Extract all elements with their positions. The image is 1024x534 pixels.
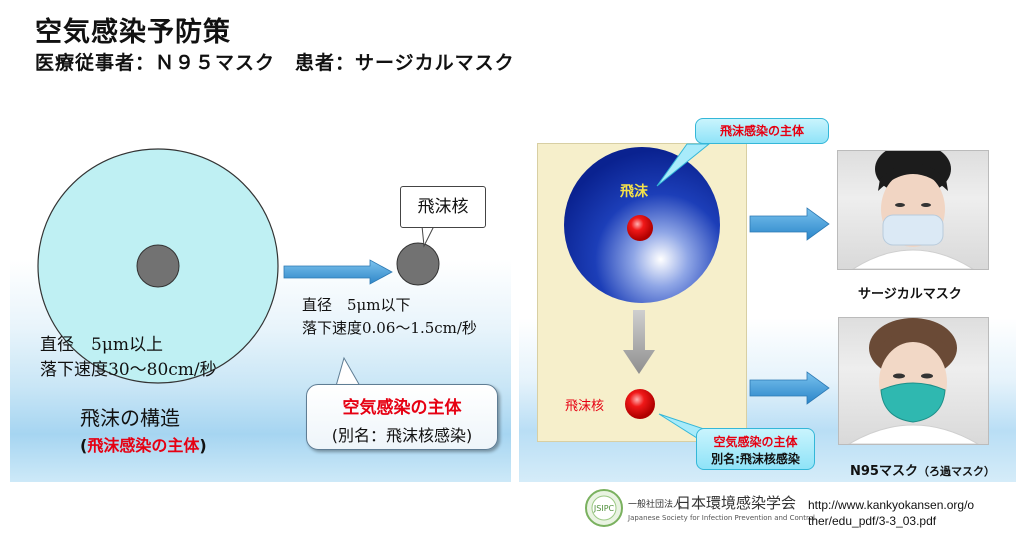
large-droplet-core [136,244,180,288]
n95-caption-line: N95マスク（ろ過マスク） [850,460,995,479]
nucleus-label: 飛沫核 [565,399,605,414]
droplet-structure-note-line: (飛沫感染の主体) [80,432,207,456]
airborne-main-label: 空気感染の主体 [342,398,462,418]
airborne-callout: 空気感染の主体 別名:飛沫核感染 [696,428,815,470]
n95-caption-note: （ろ過マスク） [917,465,995,478]
airborne-callout-main: 空気感染の主体 [713,435,798,449]
nucleus-sphere [625,389,655,419]
droplet-main-callout: 飛沫感染の主体 [695,118,829,144]
n95-caption: N95マスク [850,464,918,479]
left-diagram-graphics [37,148,440,384]
page-subtitle: 医療従事者：Ｎ９５マスク 患者：サージカルマスク [35,52,515,74]
nucleus-diameter: 直径 5μm以下 [302,296,411,314]
page-title: 空気感染予防策 [35,17,231,48]
large-droplet-diameter: 直径 5μm以上 [40,335,163,355]
n95-arrow [749,371,830,405]
shrink-arrow [283,259,393,285]
callout-pointer-join [413,225,423,227]
down-arrow [623,310,655,374]
org-name: 日本環境感染学会 [676,494,797,512]
droplet-structure-label: 飛沫の構造 [80,406,180,430]
org-english: Japanese Society for Infection Preventio… [628,514,815,522]
airborne-main-box: 空気感染の主体 (別名：飛沫核感染) [306,384,498,450]
surgical-mask-figure [851,143,975,270]
droplet-main-callout-label: 飛沫感染の主体 [719,124,804,138]
droplet-structure-note: 飛沫感染の主体 [87,436,200,455]
n95-mask-figure [847,318,980,445]
surgical-mask-arrow [749,207,830,241]
note-open-paren: ( [80,436,88,455]
droplet-nucleus-circle [396,242,440,286]
airborne-alias-label: (別名：飛沫核感染) [331,426,473,445]
source-url-line-1[interactable]: http://www.kankyokansen.org/o [808,498,975,512]
jsipc-logo: JSIPC [585,489,623,527]
airborne-box-pointer-svg [335,356,361,387]
airborne-callout-alias: 別名:飛沫核感染 [711,452,800,466]
nucleus-callout-pointer [421,225,435,248]
right-diagram-graphics [564,143,830,439]
surgical-mask-photo [837,143,989,270]
nucleus-callout-label: 飛沫核 [417,197,469,217]
surgical-mask-caption: サージカルマスク [858,287,962,302]
large-droplet-speed: 落下速度30〜80cm/秒 [40,360,217,380]
org-prefix: 一般社団法人 [628,500,683,510]
note-close-paren: ) [199,436,207,455]
nucleus-speed: 落下速度0.06〜1.5cm/秒 [302,319,477,337]
droplet-callout-pointer [656,143,711,187]
nucleus-callout: 飛沫核 [400,186,486,228]
droplet-label: 飛沫 [620,184,648,200]
logo-letters: JSIPC [593,504,615,513]
n95-mask-photo [838,317,989,445]
source-url-line-2[interactable]: ther/edu_pdf/3-3_03.pdf [808,514,937,528]
droplet-sphere-core [627,215,653,241]
